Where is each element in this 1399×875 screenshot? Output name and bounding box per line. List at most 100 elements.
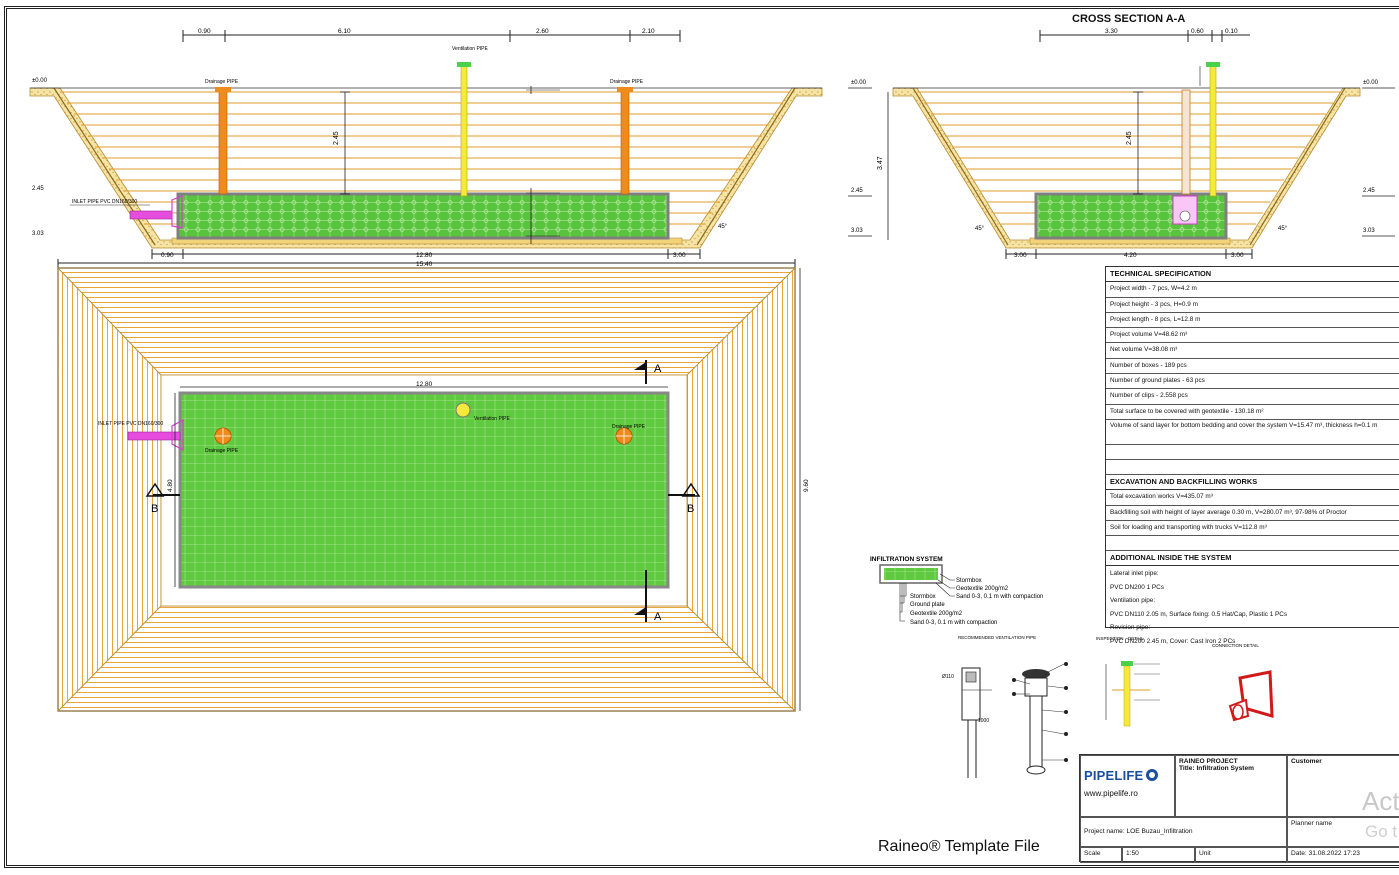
svg-text:Sand 0-3, 0.1 m with compactio: Sand 0-3, 0.1 m with compaction bbox=[956, 594, 1043, 600]
pipelife-logo: PIPELIFE bbox=[1084, 768, 1144, 783]
logo-circle-icon bbox=[1146, 769, 1159, 781]
excavation-row: Soil for loading and transporting with t… bbox=[1106, 521, 1399, 537]
project-line1: RAINEO PROJECT bbox=[1179, 758, 1238, 765]
spec-row: Project length - 8 pcs, L=12.8 m bbox=[1106, 313, 1399, 329]
project-line2: Title: Infiltration System bbox=[1179, 765, 1254, 772]
svg-text:9.60: 9.60 bbox=[803, 479, 810, 492]
svg-text:3.03: 3.03 bbox=[1363, 228, 1375, 234]
logo-cell: PIPELIFE www.pipelife.ro bbox=[1080, 755, 1175, 817]
svg-text:0.90: 0.90 bbox=[161, 252, 174, 259]
svg-text:0.10: 0.10 bbox=[1225, 28, 1238, 35]
bottom-dimension-chain bbox=[57, 249, 796, 268]
svg-text:3.30: 3.30 bbox=[1105, 28, 1118, 35]
spec-row: Number of clips - 2.558 pcs bbox=[1106, 389, 1399, 405]
svg-text:Drainage PIPE: Drainage PIPE bbox=[205, 448, 239, 454]
stormbox-plan bbox=[178, 391, 670, 589]
trench-soil-right bbox=[892, 87, 1361, 249]
scale-value-cell: 1:50 bbox=[1122, 847, 1195, 863]
svg-text:3.00: 3.00 bbox=[1231, 252, 1244, 259]
svg-text:2.10: 2.10 bbox=[642, 28, 655, 35]
excavation-row: Backfilling soil with height of layer av… bbox=[1106, 506, 1399, 521]
goto-watermark: Go t bbox=[1365, 822, 1398, 841]
svg-text:1000: 1000 bbox=[978, 718, 989, 724]
svg-text:±0.00: ±0.00 bbox=[32, 78, 48, 84]
spec-row: Volume of sand layer for bottom bedding … bbox=[1106, 420, 1399, 445]
template-caption: Raineo® Template File bbox=[878, 838, 1040, 855]
plan-vent-pipe bbox=[455, 402, 471, 418]
date-cell: Date: 31.08.2022 17:23 bbox=[1287, 847, 1399, 863]
svg-text:2.60: 2.60 bbox=[536, 28, 549, 35]
cross-section-title: CROSS SECTION A-A bbox=[1072, 13, 1186, 25]
cross-section-a-a: 2.45 3.47 3.30 0.60 0.10 3.00 4.20 3.00 … bbox=[848, 28, 1395, 259]
svg-text:0.60: 0.60 bbox=[1191, 28, 1204, 35]
svg-text:INLET PIPE PVC DN160/300: INLET PIPE PVC DN160/300 bbox=[72, 199, 137, 205]
technical-specification-table: TECHNICAL SPECIFICATION Project width - … bbox=[1105, 266, 1399, 645]
drainage-pipe-1 bbox=[218, 89, 228, 195]
svg-text:Ground plate: Ground plate bbox=[910, 602, 945, 608]
svg-text:Ventilation PIPE: Ventilation PIPE bbox=[474, 416, 511, 422]
excavation-title: EXCAVATION AND BACKFILLING WORKS bbox=[1106, 474, 1399, 491]
plan-drainage-2 bbox=[615, 427, 633, 445]
svg-text:45°: 45° bbox=[1278, 226, 1288, 232]
unit-cell: Unit bbox=[1195, 847, 1287, 863]
svg-text:2.45: 2.45 bbox=[851, 188, 863, 194]
additional-row: PVC DN200 1 PCs bbox=[1110, 583, 1164, 591]
svg-text:Geotextile 200g/m2: Geotextile 200g/m2 bbox=[956, 586, 1009, 592]
activation-watermark: Act bbox=[1362, 786, 1399, 816]
infiltration-legend: INFILTRATION SYSTEM Stormbox Geotextile … bbox=[870, 556, 1043, 626]
additional-row: Lateral inlet pipe: bbox=[1110, 570, 1159, 578]
website-text: www.pipelife.ro bbox=[1084, 789, 1138, 798]
svg-text:3.03: 3.03 bbox=[32, 231, 44, 237]
svg-text:0.90: 0.90 bbox=[198, 28, 211, 35]
svg-text:RECOMMENDED VENTILATION PIPE: RECOMMENDED VENTILATION PIPE bbox=[958, 635, 1036, 640]
svg-text:15.40: 15.40 bbox=[416, 261, 433, 268]
additional-row: PVC DN200 2.45 m, Cover: Cast Iron 2 PCs bbox=[1110, 637, 1236, 645]
svg-text:2.45: 2.45 bbox=[1363, 188, 1375, 194]
plan-view: INLET PIPE PVC DN160/300 Drainage PIPE D… bbox=[57, 267, 810, 712]
svg-text:Drainage PIPE: Drainage PIPE bbox=[205, 79, 239, 85]
planner-cell: Planner name bbox=[1287, 817, 1399, 847]
additional-row: Revision pipe: bbox=[1110, 624, 1151, 632]
additional-row: Ventilation pipe: bbox=[1110, 597, 1156, 605]
spec-row: Project width - 7 pcs, W=4.2 m bbox=[1106, 282, 1399, 298]
svg-text:Ø110: Ø110 bbox=[942, 674, 954, 680]
svg-text:3.47: 3.47 bbox=[877, 156, 884, 170]
additional-row: PVC DN110 2.05 m, Surface fixing: 0.5 Ha… bbox=[1110, 610, 1288, 618]
svg-text:Drainage PIPE: Drainage PIPE bbox=[610, 79, 644, 85]
svg-text:DETAIL: DETAIL bbox=[1128, 636, 1144, 641]
svg-text:B: B bbox=[151, 503, 158, 515]
drawing-frame bbox=[4, 6, 1399, 868]
title-block: PIPELIFE www.pipelife.ro RAINEO PROJECT … bbox=[1079, 754, 1399, 863]
depth-label-left: 2.45 bbox=[333, 131, 340, 145]
drainage-pipe-2 bbox=[620, 89, 630, 195]
svg-text:12.80: 12.80 bbox=[416, 381, 433, 388]
svg-text:Ventilation PIPE: Ventilation PIPE bbox=[452, 46, 489, 52]
spec-row: Project volume V=48.62 m³ bbox=[1106, 328, 1399, 344]
spec-row: Total surface to be covered with geotext… bbox=[1106, 405, 1399, 420]
svg-text:45°: 45° bbox=[718, 224, 728, 230]
svg-text:B: B bbox=[687, 503, 694, 515]
svg-text:3.00: 3.00 bbox=[1014, 252, 1027, 259]
spec-row: Net volume V=38.08 m³ bbox=[1106, 343, 1399, 359]
spec-row: Number of boxes - 189 pcs bbox=[1106, 359, 1399, 375]
ventilation-pipe-left bbox=[460, 65, 468, 197]
trench-soil-left bbox=[29, 87, 823, 249]
stormbox-block-left bbox=[176, 192, 670, 240]
svg-text:2.45: 2.45 bbox=[32, 186, 44, 192]
spec-empty-row bbox=[1106, 445, 1399, 460]
svg-text:Geotextile 200g/m2: Geotextile 200g/m2 bbox=[910, 611, 963, 617]
svg-text:±0.00: ±0.00 bbox=[1363, 80, 1379, 86]
svg-text:2.45: 2.45 bbox=[1126, 131, 1133, 145]
svg-text:4.20: 4.20 bbox=[1124, 252, 1137, 259]
longitudinal-section: 2.45 0.90 6.10 2.60 2.10 bbox=[29, 28, 823, 268]
svg-text:±0.00: ±0.00 bbox=[851, 80, 867, 86]
svg-text:Stormbox: Stormbox bbox=[910, 594, 936, 600]
top-dimension-chain bbox=[182, 30, 681, 42]
spec-empty-row bbox=[1106, 536, 1399, 552]
svg-text:4.80: 4.80 bbox=[167, 479, 174, 492]
svg-text:INLET PIPE PVC DN160/300: INLET PIPE PVC DN160/300 bbox=[98, 421, 163, 427]
svg-text:3.00: 3.00 bbox=[673, 252, 686, 259]
project-name-cell: Project name: LOE Buzau_Infiltration bbox=[1080, 817, 1287, 847]
technical-title: TECHNICAL SPECIFICATION bbox=[1106, 267, 1399, 283]
